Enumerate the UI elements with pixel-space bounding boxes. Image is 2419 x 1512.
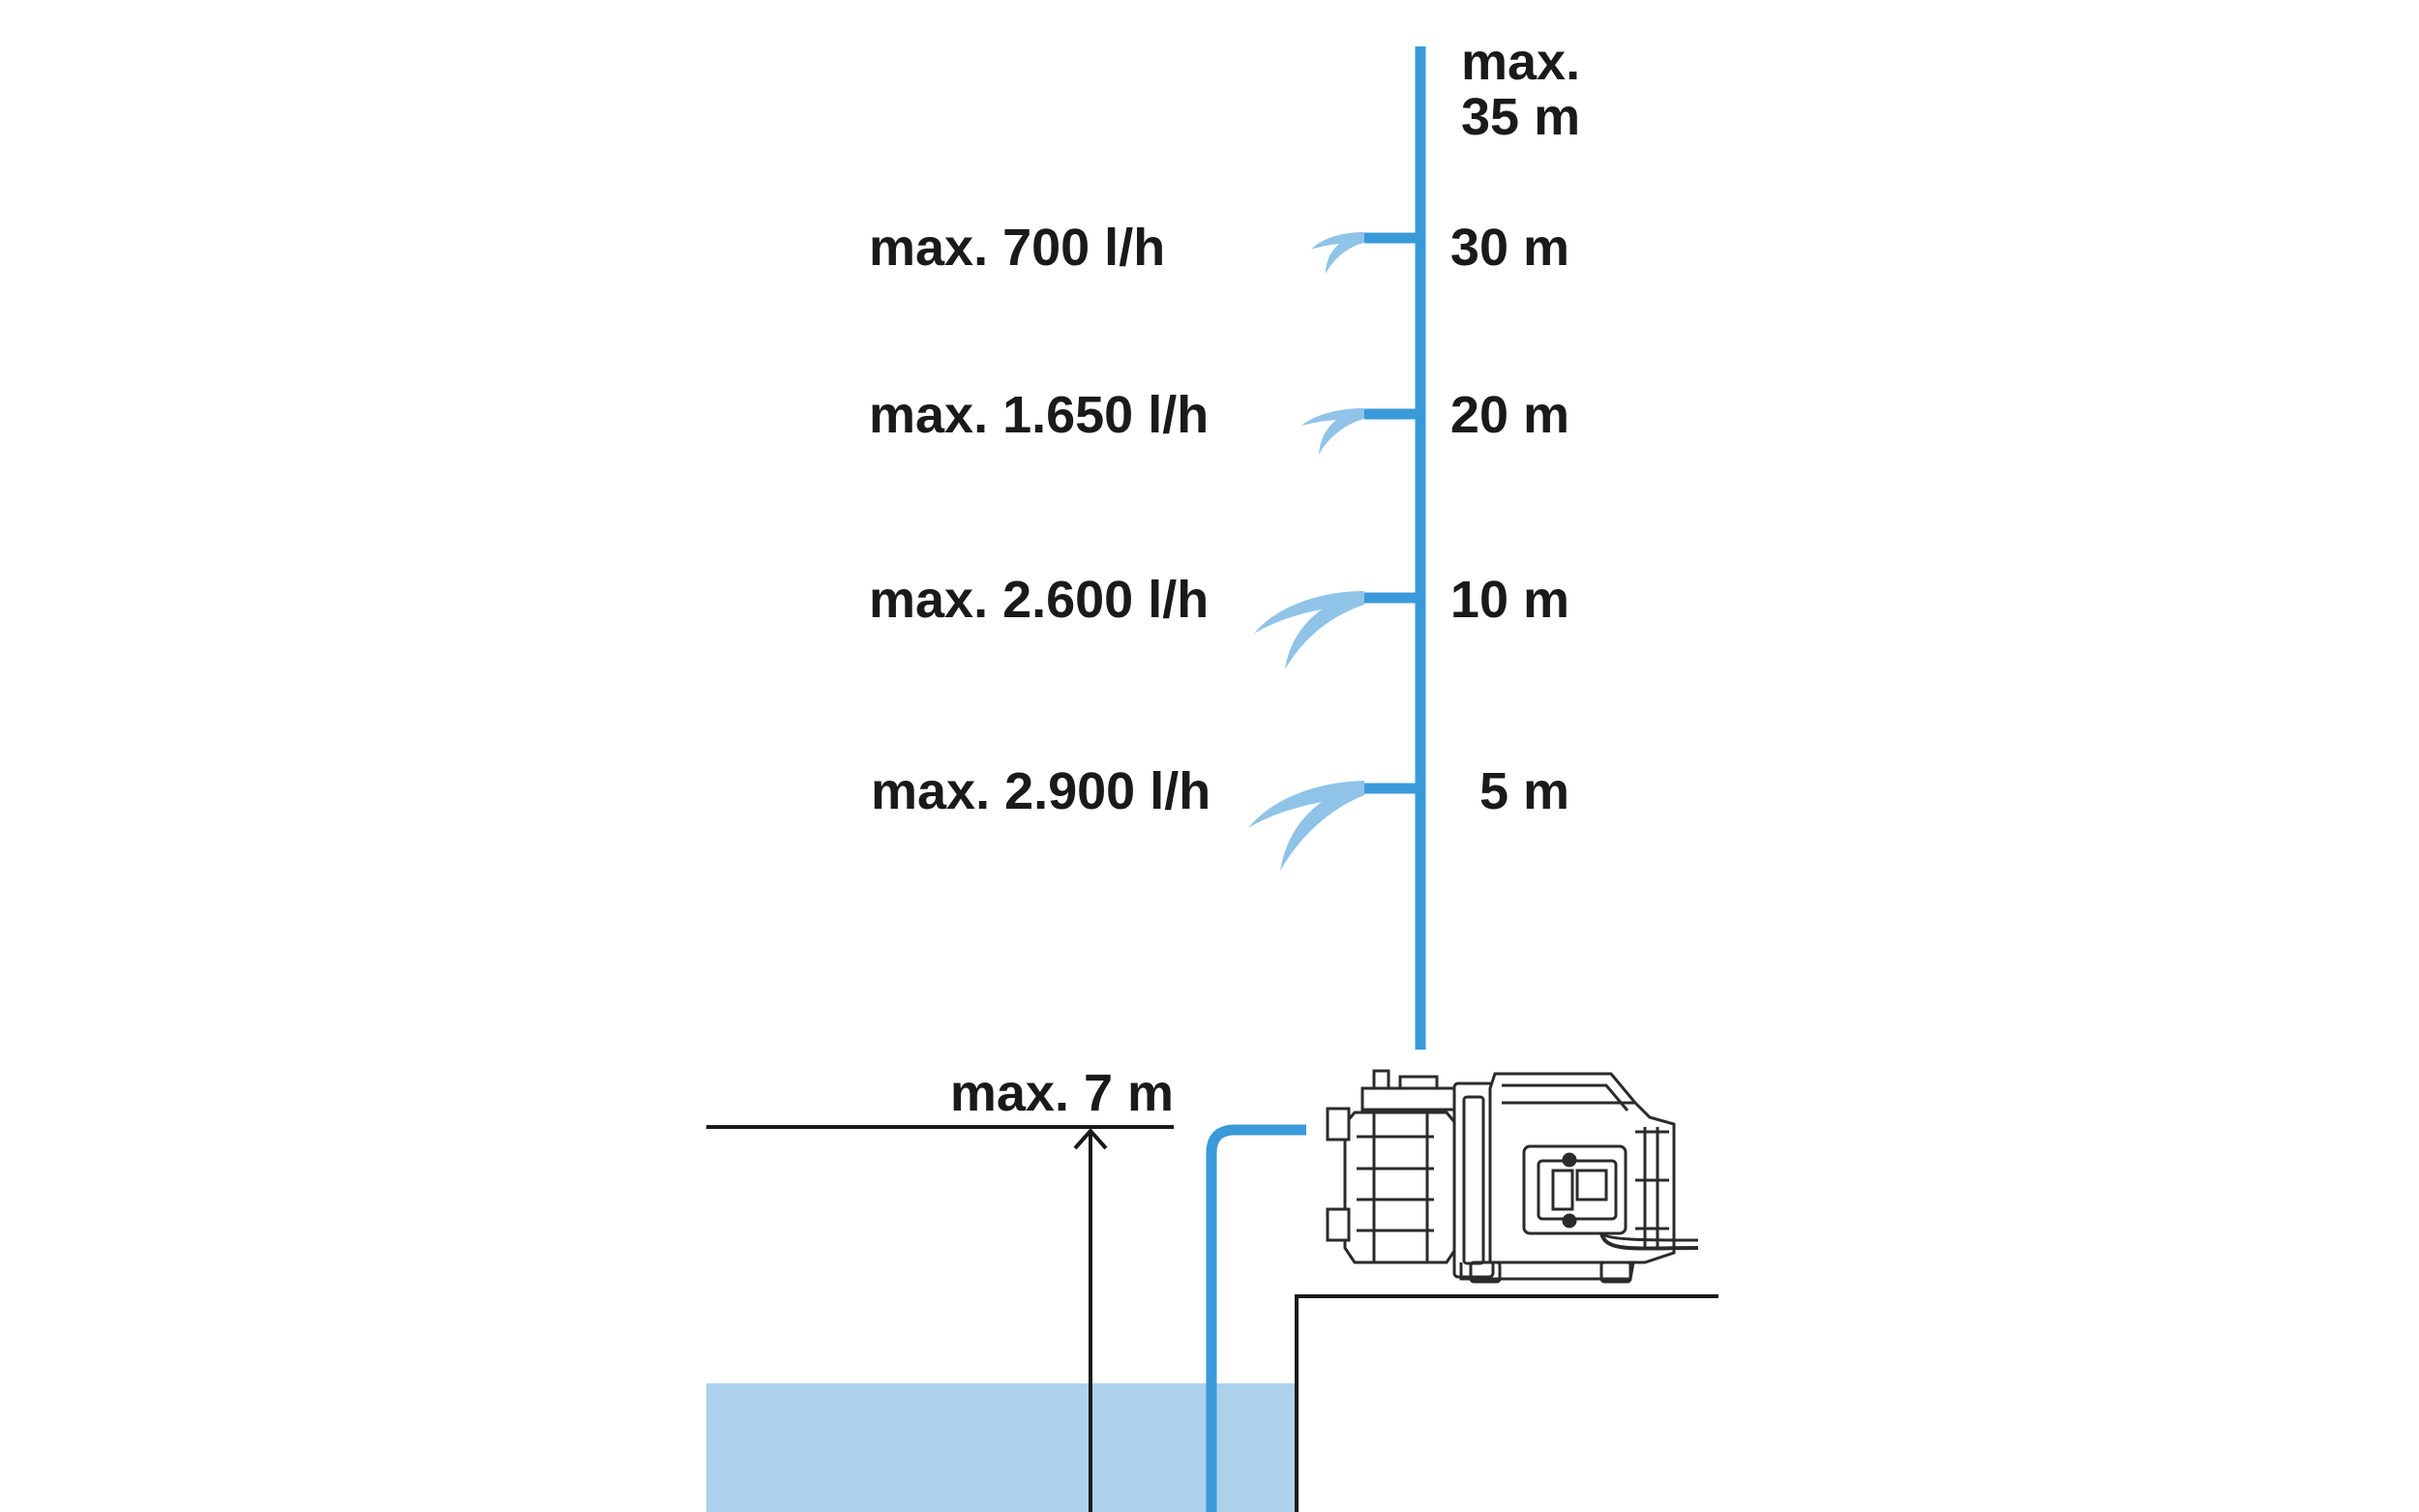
ground-edge bbox=[1295, 1294, 1718, 1512]
garden-pump-icon bbox=[1326, 1069, 1699, 1284]
spray-outlet-30m bbox=[1311, 232, 1420, 274]
flow-label-20m: max. 1.650 l/h bbox=[869, 386, 1209, 444]
flow-label-30m: max. 700 l/h bbox=[869, 219, 1165, 277]
height-label-10m: 10 m bbox=[1450, 571, 1569, 629]
max-height-label-line2: 35 m bbox=[1461, 88, 1580, 146]
flow-label-10m: max. 2.600 l/h bbox=[869, 571, 1209, 629]
height-label-30m: 30 m bbox=[1450, 219, 1569, 277]
spray-outlet-10m bbox=[1254, 591, 1420, 669]
suction-hose bbox=[1206, 1124, 1306, 1512]
arrow-up-icon bbox=[1073, 1127, 1108, 1512]
max-height-label-line1: max. bbox=[1461, 33, 1580, 91]
suction-height-label: max. 7 m bbox=[950, 1064, 1174, 1122]
height-label-20m: 20 m bbox=[1450, 386, 1569, 444]
spray-outlet-20m bbox=[1301, 408, 1420, 455]
spray-outlet-5m bbox=[1248, 781, 1420, 871]
water-reservoir bbox=[706, 1383, 1297, 1512]
height-label-5m: 5 m bbox=[1479, 762, 1569, 820]
flow-label-5m: max. 2.900 l/h bbox=[871, 762, 1210, 820]
